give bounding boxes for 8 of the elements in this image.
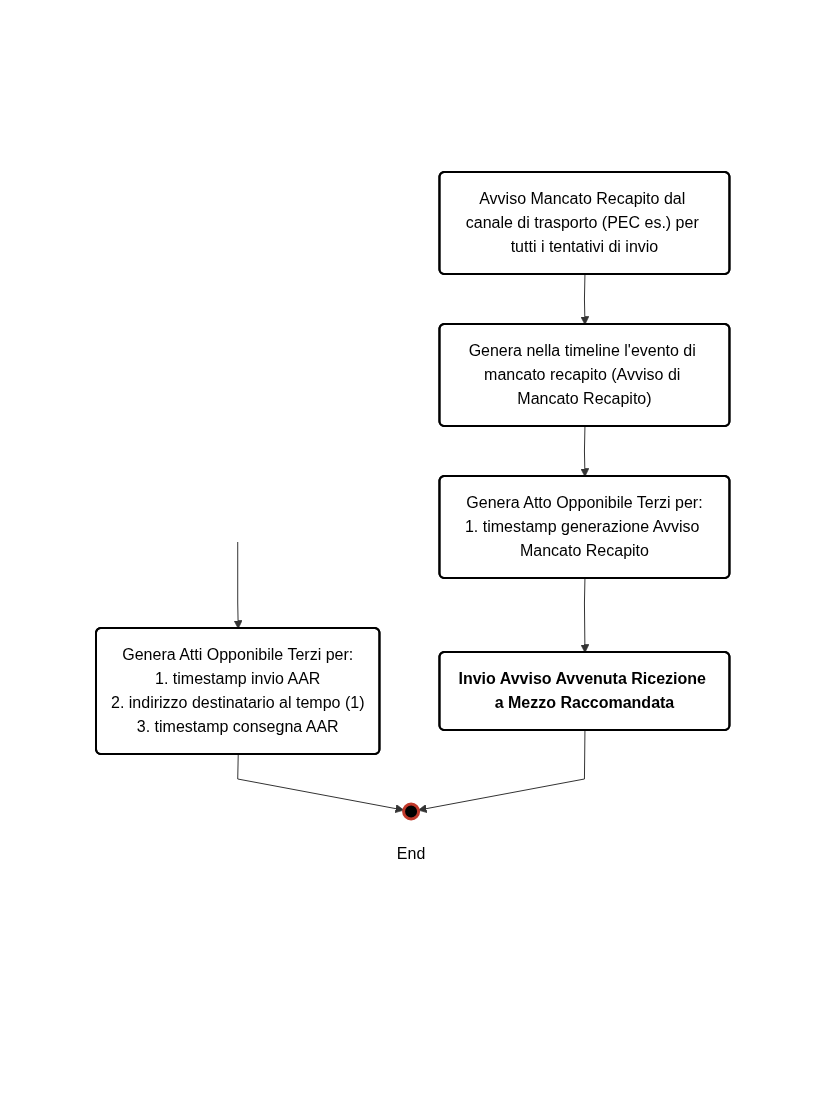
arrow <box>417 730 586 813</box>
arrow <box>580 274 589 325</box>
arrow <box>580 578 590 653</box>
arrow <box>580 426 589 477</box>
arrow <box>237 754 404 813</box>
arrow <box>233 541 243 629</box>
node-label: End <box>396 845 426 862</box>
node-circle <box>401 802 420 821</box>
